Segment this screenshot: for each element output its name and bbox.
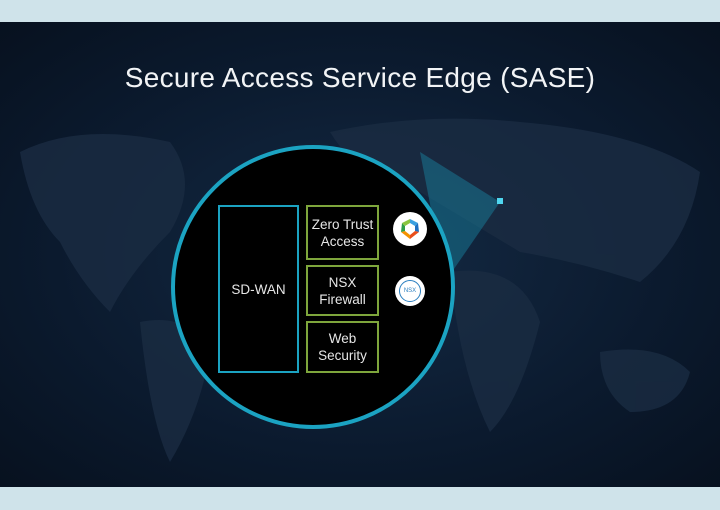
service-label-line1: Web — [328, 331, 357, 346]
service-label-line2: Access — [320, 233, 365, 249]
service-label-line2: Firewall — [319, 291, 366, 307]
slide-title: Secure Access Service Edge (SASE) — [124, 62, 596, 93]
nsx-logo-icon: NSX — [395, 276, 425, 306]
service-label-line2: Security — [318, 348, 367, 363]
zero-trust-logo-icon — [393, 212, 427, 246]
slide: Secure Access Service Edge (SASE) — [0, 22, 720, 487]
sdwan-label: SD-WAN — [231, 281, 286, 297]
sase-circle — [171, 145, 455, 429]
nsx-logo-text: NSX — [399, 280, 421, 302]
world-map-background — [20, 118, 700, 462]
service-label-line1: NSX — [328, 274, 357, 290]
service-label-line1: Zero Trust — [311, 216, 374, 232]
location-marker — [497, 198, 503, 204]
sdwan-box: SD-WAN — [218, 205, 299, 373]
